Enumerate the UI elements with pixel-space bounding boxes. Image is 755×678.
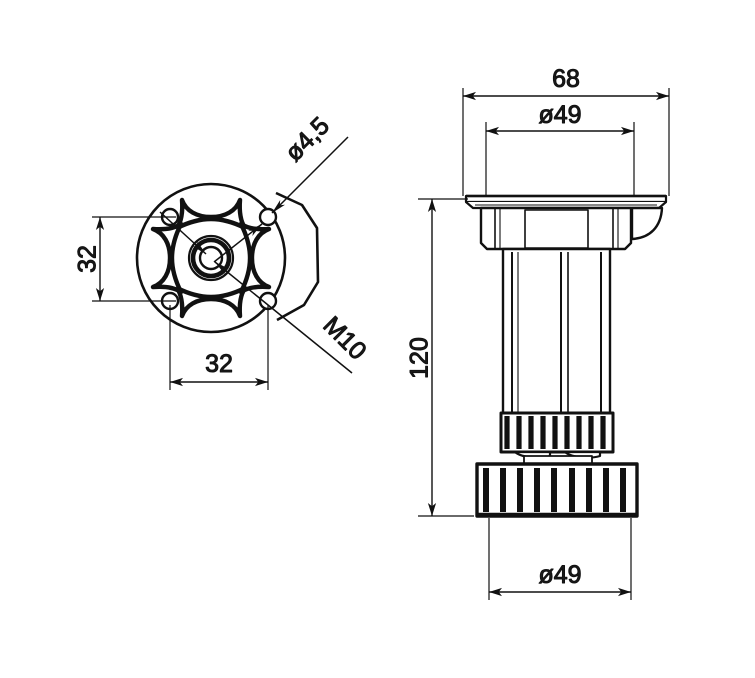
dim-d49-top-group: [485, 122, 635, 196]
leader-d45-inner: [213, 223, 263, 263]
dim-m10: M10: [318, 311, 372, 365]
gusset-bracket: [630, 206, 664, 241]
dim-d49-bottom: ø49: [538, 561, 581, 589]
foot-base: [475, 462, 639, 518]
front-view: 32 32 ø4,5 M10: [73, 111, 372, 390]
side-view: 68 ø49 120 ø49: [405, 65, 670, 600]
knurled-ring-teeth: [504, 416, 606, 449]
upper-collar: [479, 206, 633, 251]
dim-d49-top: ø49: [538, 101, 581, 129]
leader-m10-upper: [159, 211, 207, 255]
top-flange: [464, 194, 668, 210]
dim-120-group: [418, 198, 474, 517]
foot-base-ribs: [483, 468, 626, 512]
leg-shaft: [501, 247, 612, 415]
shaft-body: [501, 247, 612, 415]
rib-slot-right: [238, 221, 272, 295]
dim-d45-group: [213, 136, 349, 263]
dim-68-group: [462, 88, 670, 196]
dim-32-horizontal: 32: [205, 350, 233, 378]
dim-32-horizontal-group: [169, 305, 269, 390]
dim-d49-bottom-group: [488, 518, 632, 600]
dim-120: 120: [406, 337, 434, 379]
plate-side-lug: [275, 191, 320, 322]
dim-32-vertical-group: [92, 216, 176, 302]
knurled-ring: [499, 411, 615, 465]
dim-m10-group: [159, 211, 353, 374]
rib-slot-left: [150, 221, 184, 295]
leader-m10: [214, 261, 353, 374]
leader-d45: [271, 136, 349, 214]
dim-32-vertical: 32: [74, 245, 102, 273]
collar-outer: [479, 206, 633, 251]
dim-68: 68: [552, 65, 580, 93]
